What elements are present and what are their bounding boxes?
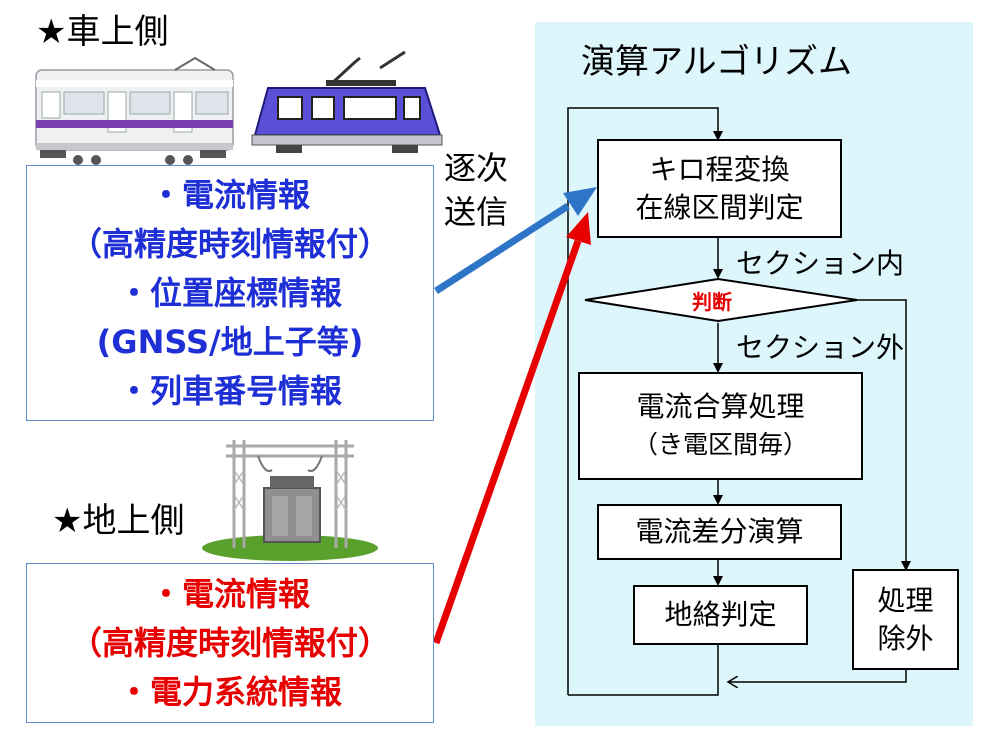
ground-heading: ★地上側 [52, 501, 185, 541]
exclude-line2: 除外 [877, 621, 934, 655]
onboard-transmit-arrow [434, 187, 597, 294]
outside-section-label: セクション外 [736, 331, 905, 364]
inside-section-label: セクション内 [736, 247, 905, 280]
tram-icon [251, 50, 443, 153]
step1-line2: 在線区間判定 [635, 190, 804, 224]
step1-line1: キロ程変換 [649, 152, 790, 186]
decision-diamond [584, 277, 858, 323]
onboard-item-current: ・電流情報 [149, 175, 310, 214]
onboard-info-box: ・電流情報 （高精度時刻情報付） ・位置座標情報 (GNSS/地上子等) ・列車… [26, 165, 434, 421]
onboard-item-timestamp: （高精度時刻情報付） [69, 224, 390, 263]
onboard-heading: ★車上側 [36, 12, 169, 52]
step2-line2: （き電区間毎） [632, 430, 808, 459]
step-current-difference: 電流差分演算 [597, 504, 842, 560]
ground-transmit-arrow [432, 212, 591, 645]
onboard-item-position-source: (GNSS/地上子等) [96, 322, 364, 361]
ground-item-power-system: ・電力系統情報 [117, 672, 342, 711]
ground-item-current: ・電流情報 [149, 574, 310, 613]
step-ground-fault-judgment: 地絡判定 [633, 585, 808, 645]
step-kilometer-conversion: キロ程変換 在線区間判定 [597, 139, 842, 238]
ground-info-box: ・電流情報 （高精度時刻情報付） ・電力系統情報 [26, 563, 434, 723]
algorithm-title: 演算アルゴリズム [581, 42, 852, 82]
ground-item-timestamp: （高精度時刻情報付） [69, 623, 390, 662]
transmit-label: 逐次 送信 [444, 146, 508, 234]
decision-label: 判断 [692, 290, 732, 314]
substation-icon [202, 440, 378, 561]
flowchart-connectors [567, 107, 911, 696]
commuter-train-icon [35, 56, 234, 165]
exclude-processing-box: 処理 除外 [852, 569, 959, 670]
onboard-item-train-number: ・列車番号情報 [117, 371, 342, 410]
onboard-item-position: ・位置座標情報 [117, 273, 342, 312]
exclude-line1: 処理 [877, 583, 934, 617]
step2-line1: 電流合算処理 [636, 390, 805, 423]
step-current-summation: 電流合算処理 （き電区間毎） [578, 372, 863, 480]
transmit-label-line1: 逐次 [444, 149, 509, 187]
transmit-label-line2: 送信 [444, 193, 509, 231]
